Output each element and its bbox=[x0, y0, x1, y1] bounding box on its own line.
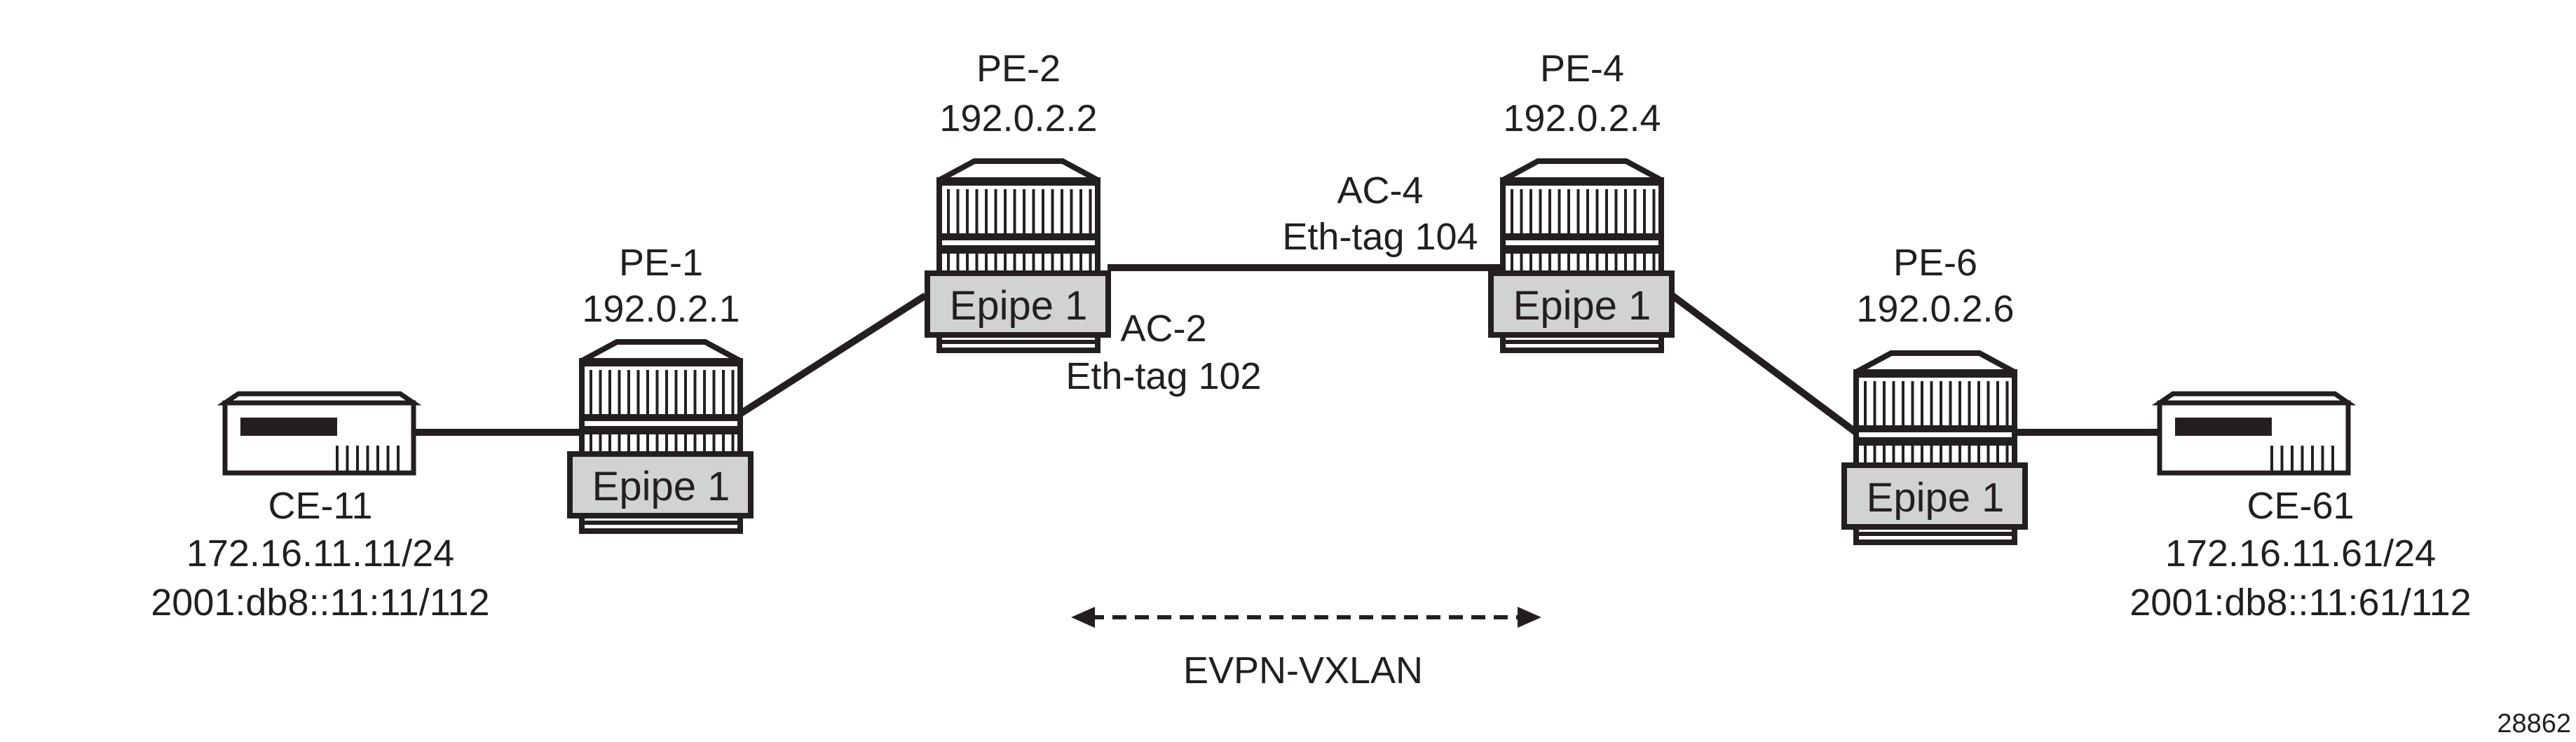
evpn-vxlan-label: EVPN-VXLAN bbox=[1183, 650, 1423, 692]
router-name: PE-6 bbox=[1893, 242, 1977, 284]
ce-body bbox=[222, 400, 416, 476]
link-pe4-pe6 bbox=[1670, 292, 1862, 439]
router-roof bbox=[1855, 350, 2016, 375]
ac4-label: AC-4 bbox=[1337, 170, 1423, 212]
ce-ce-11[interactable] bbox=[217, 391, 422, 476]
ce-ipv6: 2001:db8::11:61/112 bbox=[2129, 582, 2471, 624]
router-name: PE-4 bbox=[1540, 48, 1624, 90]
link-pe1-pe2 bbox=[739, 292, 927, 417]
router-name: PE-2 bbox=[976, 48, 1061, 90]
ac2-label: AC-2 bbox=[1120, 308, 1206, 350]
links bbox=[416, 264, 2158, 439]
router-roof bbox=[938, 158, 1099, 183]
ce-ipv6: 2001:db8::11:11/112 bbox=[151, 582, 489, 624]
ce-ipv4: 172.16.11.11/24 bbox=[186, 533, 454, 575]
evpn-vxlan-arrow bbox=[1071, 607, 1541, 628]
router-roof bbox=[580, 339, 742, 364]
epipe-box bbox=[1488, 270, 1675, 338]
epipe-label: Epipe 1 bbox=[1513, 283, 1651, 329]
router-pe-4[interactable]: Epipe 1 bbox=[1488, 158, 1675, 353]
arrowhead-left bbox=[1071, 607, 1095, 628]
epipe-box bbox=[567, 451, 754, 518]
router-pe-2[interactable]: Epipe 1 bbox=[925, 158, 1111, 353]
ce-body bbox=[2157, 400, 2351, 476]
ce-ipv4: 172.16.11.61/24 bbox=[2165, 533, 2436, 575]
epipe-label: Epipe 1 bbox=[1867, 475, 2005, 521]
ce-display bbox=[240, 418, 337, 436]
ce-display bbox=[2175, 418, 2272, 436]
ce-ce-61[interactable] bbox=[2151, 391, 2357, 476]
router-pe-6[interactable]: Epipe 1 bbox=[1841, 350, 2028, 545]
ac2-eth-tag: Eth-tag 102 bbox=[1065, 355, 1261, 397]
epipe-label: Epipe 1 bbox=[592, 464, 730, 509]
epipe-box bbox=[925, 270, 1111, 338]
router-roof bbox=[1501, 158, 1663, 183]
arrowhead-right bbox=[1518, 607, 1541, 628]
epipe-box bbox=[1841, 462, 2028, 530]
ce-name: CE-61 bbox=[2247, 485, 2354, 527]
router-ip: 192.0.2.1 bbox=[582, 288, 740, 330]
ce-name: CE-11 bbox=[268, 485, 372, 527]
router-ip: 192.0.2.4 bbox=[1503, 97, 1661, 139]
router-name: PE-1 bbox=[619, 242, 703, 284]
ac4-eth-tag: Eth-tag 104 bbox=[1282, 216, 1478, 258]
router-ip: 192.0.2.2 bbox=[939, 97, 1097, 139]
router-ip: 192.0.2.6 bbox=[1856, 288, 2014, 330]
router-pe-1[interactable]: Epipe 1 bbox=[567, 339, 754, 534]
epipe-label: Epipe 1 bbox=[950, 283, 1088, 329]
figure-number: 28862 bbox=[2497, 709, 2571, 738]
